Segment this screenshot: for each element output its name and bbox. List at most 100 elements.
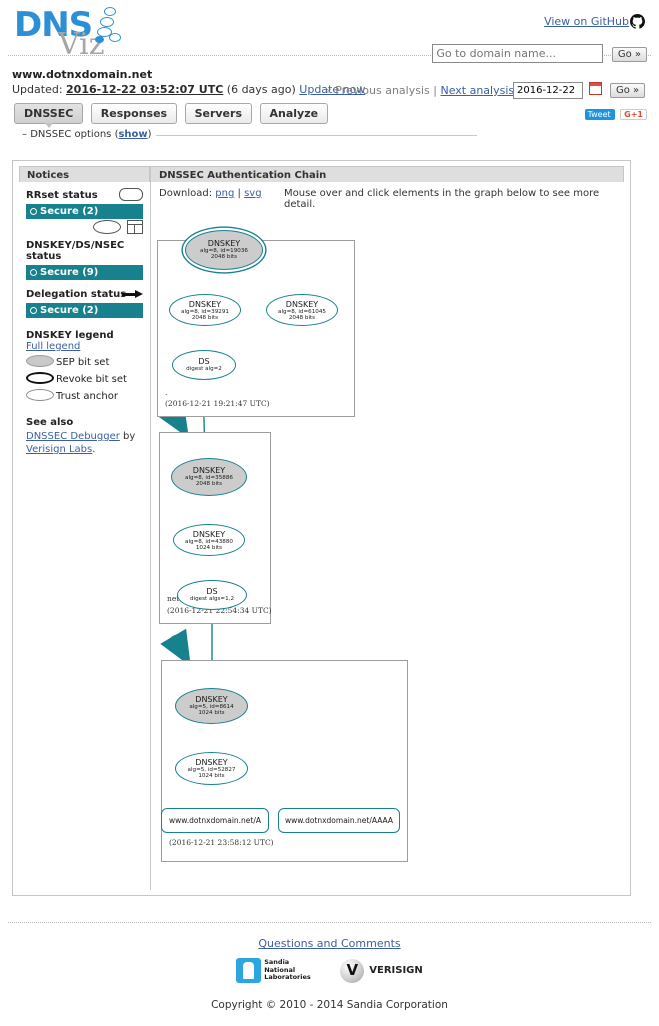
dnskey-node-61045[interactable]: DNSKEY alg=8, id=61045 2048 bits: [266, 294, 338, 326]
updated-age: (6 days ago): [226, 83, 296, 96]
rrset-status-label: RRset status: [26, 190, 98, 201]
node-type: DS: [198, 357, 210, 366]
node-detail: alg=8, id=43880: [185, 539, 233, 545]
delegation-status-badge[interactable]: Secure (2): [26, 303, 143, 318]
tab-dnssec[interactable]: DNSSEC: [14, 103, 84, 128]
previous-analysis-link[interactable]: « Previous analysis: [325, 84, 430, 97]
twitter-tweet-button[interactable]: Tweet: [584, 109, 615, 120]
sandia-line2: National: [264, 965, 296, 974]
dnskey-node-43880[interactable]: DNSKEY alg=8, id=43880 1024 bits: [173, 524, 245, 556]
sandia-line3: Laboratories: [264, 973, 311, 982]
main-panel: Notices RRset status Secure (2) DNSKEY/D…: [12, 160, 631, 896]
dnskey-node-52827[interactable]: DNSKEY alg=5, id=52827 1024 bits: [175, 752, 248, 785]
ds-node-net-digest12[interactable]: DS digest algs=1,2: [177, 580, 247, 610]
legend-label-trust-anchor: Trust anchor: [56, 391, 118, 402]
verisign-logo-text: VERISIGN: [369, 965, 423, 976]
footer-divider: [8, 922, 651, 923]
dnskey-status-badge-label: Secure (9): [40, 267, 99, 278]
secure-dot-icon: [30, 208, 37, 215]
rrset-rounded-rect-icon: [119, 188, 143, 201]
dnskey-node-35886[interactable]: DNSKEY alg=8, id=35886 2048 bits: [171, 458, 247, 496]
logo-bubble-icon: [109, 33, 121, 42]
questions-and-comments-link[interactable]: Questions and Comments: [258, 937, 401, 950]
rrset-label: www.dotnxdomain.net/AAAA: [284, 816, 394, 825]
node-detail: digest alg=2: [186, 366, 222, 372]
options-show-link[interactable]: show: [118, 129, 148, 140]
dnskey-node-19036[interactable]: DNSKEY alg=8, id=19036 2048 bits: [185, 230, 263, 270]
node-bits: 1024 bits: [198, 710, 225, 717]
delegation-status-badge-label: Secure (2): [40, 305, 99, 316]
options-text: DNSSEC options: [30, 129, 112, 140]
calendar-icon[interactable]: [588, 82, 602, 95]
rrset-status-badge[interactable]: Secure (2): [26, 204, 143, 219]
revoke-ellipse-icon: [26, 372, 54, 384]
social-buttons: Tweet G+1: [584, 107, 647, 120]
legend-item-sep: SEP bit set: [26, 355, 143, 369]
logo-bubble-icon: [100, 17, 114, 27]
updated-label: Updated:: [12, 83, 63, 96]
logo-dns-text: DNS: [14, 5, 93, 45]
analysis-date-input[interactable]: [513, 82, 583, 99]
download-png-link[interactable]: png: [215, 188, 235, 199]
verisign-logo[interactable]: VERISIGN: [340, 958, 423, 983]
node-type: DNSKEY: [207, 239, 241, 248]
node-bits: 1024 bits: [198, 773, 225, 780]
node-bits: 2048 bits: [195, 481, 223, 488]
analyzed-domain-title: www.dotnxdomain.net: [12, 68, 153, 81]
logo-bubble-icon: [97, 27, 112, 37]
domain-search-go-button[interactable]: Go »: [611, 47, 647, 62]
updated-timestamp-link[interactable]: 2016-12-22 03:52:07 UTC: [66, 83, 224, 96]
node-detail: alg=8, id=61045: [278, 309, 326, 315]
dnskey-status-label: DNSKEY/DS/NSEC status: [26, 240, 125, 262]
tab-servers[interactable]: Servers: [184, 103, 252, 124]
legend-item-trust-anchor: Trust anchor: [26, 389, 143, 403]
rrset-node-a[interactable]: www.dotnxdomain.net/A: [161, 808, 269, 833]
dnskey-node-39291[interactable]: DNSKEY alg=8, id=39291 2048 bits: [169, 294, 241, 326]
secure-dot-icon: [30, 307, 37, 314]
update-now-link[interactable]: Update now: [299, 83, 366, 96]
full-legend-link[interactable]: Full legend: [26, 341, 81, 352]
dnskey-status-heading: DNSKEY/DS/NSEC status: [26, 220, 143, 262]
graph-download-row: Download: png | svg Mouse over and click…: [151, 182, 624, 210]
github-link-wrap: View on GitHub: [544, 14, 645, 32]
node-bits: 1024 bits: [195, 545, 223, 552]
view-on-github-link[interactable]: View on GitHub: [544, 15, 629, 28]
verisign-labs-link[interactable]: Verisign Labs: [26, 444, 93, 455]
graph-hint-text: Mouse over and click elements in the gra…: [284, 188, 600, 210]
options-collapse-marker[interactable]: –: [22, 129, 27, 140]
questions-row: Questions and Comments: [0, 937, 659, 950]
ds-node-root-digest2[interactable]: DS digest alg=2: [172, 350, 236, 380]
logo-bubble-icon: [95, 36, 104, 43]
delegation-status-heading: Delegation status: [26, 289, 143, 300]
dnskey-legend-heading: DNSKEY legend: [26, 330, 114, 341]
zone-cluster-root: [157, 240, 355, 417]
dnskey-node-8614[interactable]: DNSKEY alg=5, id=8614 1024 bits: [175, 688, 248, 724]
dnssec-options-label: – DNSSEC options (show): [22, 129, 156, 140]
sandia-mark-icon: [236, 958, 262, 983]
updated-line: Updated: 2016-12-22 03:52:07 UTC (6 days…: [12, 83, 365, 96]
dnskey-status-badge[interactable]: Secure (9): [26, 265, 143, 280]
tab-analyze[interactable]: Analyze: [259, 103, 329, 124]
download-separator: |: [237, 188, 241, 199]
dnsviz-logo[interactable]: DNS Viz: [14, 3, 174, 62]
rrset-node-aaaa[interactable]: www.dotnxdomain.net/AAAA: [278, 808, 400, 833]
analysis-navigation: « Previous analysis | Next analysis »: [325, 84, 524, 97]
google-plus-button[interactable]: G+1: [620, 109, 647, 120]
domain-search-bar: Go »: [432, 44, 647, 63]
tab-responses[interactable]: Responses: [90, 103, 178, 124]
node-type: DNSKEY: [195, 695, 228, 704]
graph-column: DNSSEC Authentication Chain Download: pn…: [151, 166, 624, 890]
analysis-date-go-button[interactable]: Go »: [610, 83, 646, 98]
download-svg-link[interactable]: svg: [244, 188, 262, 199]
next-analysis-link[interactable]: Next analysis »: [440, 84, 525, 97]
site-header: DNS Viz View on GitHub Go »: [0, 0, 659, 66]
see-also-by: by: [119, 431, 136, 442]
dnssec-debugger-link[interactable]: DNSSEC Debugger: [26, 431, 120, 442]
see-also-period: .: [92, 444, 96, 455]
analysis-date-picker: Go »: [513, 82, 646, 99]
domain-search-input[interactable]: [432, 44, 604, 63]
full-legend-row: Full legend: [26, 341, 143, 352]
